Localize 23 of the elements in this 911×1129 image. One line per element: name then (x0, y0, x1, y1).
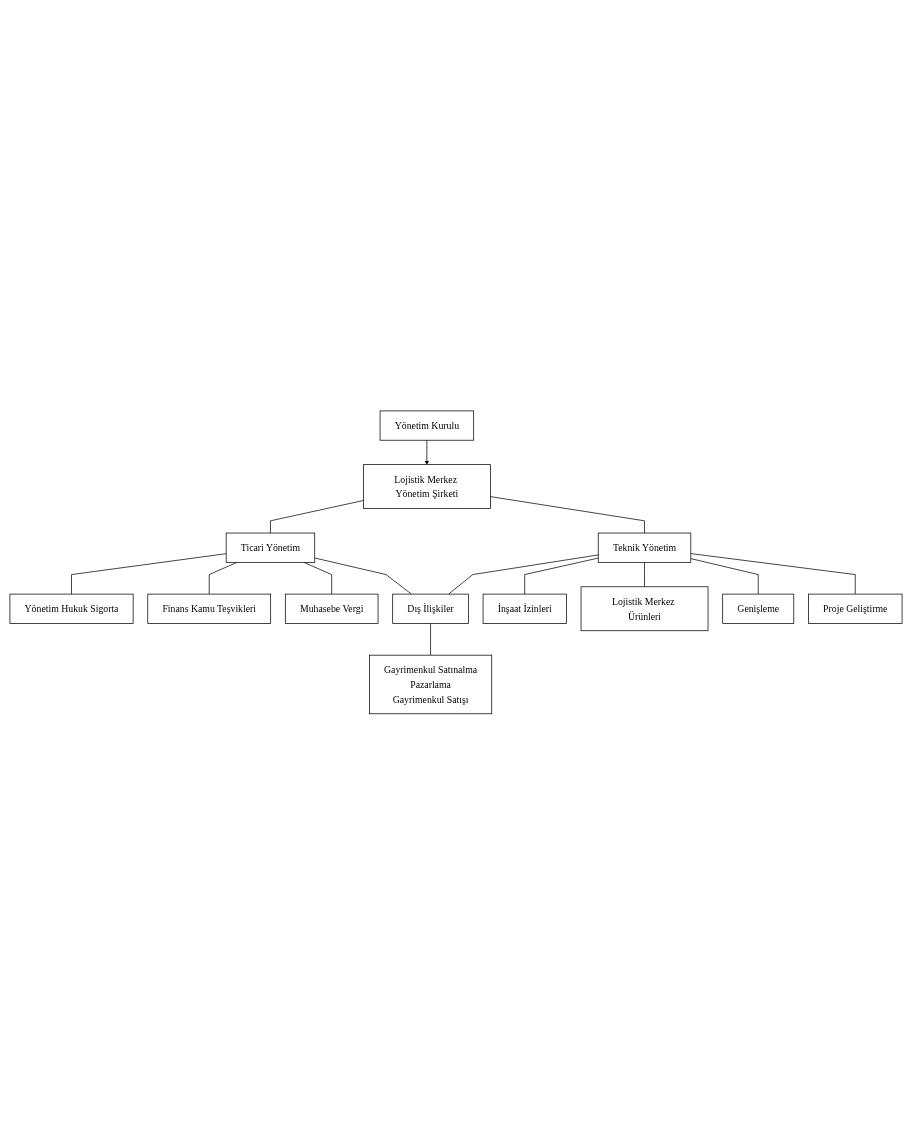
connector (429, 623, 431, 656)
node-box: Lojistik Merkez Yönetim Şirketi (362, 464, 491, 510)
connector (269, 500, 364, 534)
node-box: Yönetim Kurulu (379, 410, 474, 441)
connector (447, 554, 599, 595)
connector (313, 557, 412, 595)
node-box: Genişleme (721, 593, 794, 624)
connector (689, 558, 759, 595)
connector (523, 557, 599, 595)
node-box: Lojistik Merkez Ürünleri (580, 586, 708, 632)
node-box: Proje Geliştirme (807, 593, 902, 624)
connector (643, 562, 645, 588)
node-box: Yönetim Hukuk Sigorta (9, 593, 133, 624)
node-box: Dış İlişkiler (391, 593, 469, 624)
connector (689, 553, 856, 595)
connector (489, 496, 645, 534)
connector (70, 553, 227, 595)
node-box: Muhasebe Vergi (284, 593, 378, 624)
node-box: İnşaat İzinleri (482, 593, 567, 624)
node-box: Teknik Yönetim (597, 532, 691, 563)
node-box: Finans Kamu Teşvikleri (146, 593, 271, 624)
node-box: Gayrimenkul Satınalma Pazarlama Gayrimenkul Satışı (368, 654, 492, 715)
node-box: Ticari Yönetim (225, 532, 315, 563)
